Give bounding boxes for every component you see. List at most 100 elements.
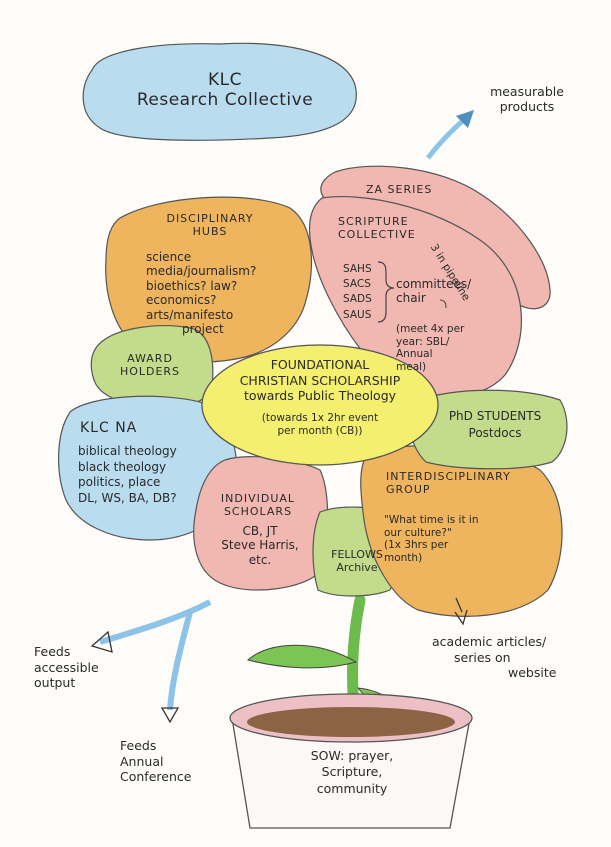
scripture-heading-line-2: COLLECTIVE (338, 228, 416, 242)
pot-text: SOW: prayer, Scripture, community (282, 748, 422, 797)
scripture-meet-line: (meet 4x per (396, 323, 465, 335)
interdisciplinary-heading-line-2: GROUP (386, 483, 431, 497)
output-measurable-line-1: measurable (490, 84, 564, 99)
scripture-committees: committees/ chair (396, 277, 471, 306)
disciplinary-line: bioethics? law? (146, 278, 238, 293)
scripture-group: SAUS (343, 308, 372, 321)
scripture-heading: SCRIPTURE COLLECTIVE (338, 215, 416, 241)
klc-na-line: DL, WS, BA, DB? (78, 490, 177, 505)
output-academic-line-3: website (508, 665, 557, 681)
title-cloud (82, 42, 357, 141)
disciplinary-heading-line-1: DISCIPLINARY (166, 212, 254, 225)
award-line-2: HOLDERS (119, 365, 181, 379)
brace-scripture (377, 261, 395, 323)
phd-line-1: PhD STUDENTS (448, 409, 542, 423)
disciplinary-line: media/journalism? (146, 264, 257, 279)
petal-disciplinary (105, 196, 313, 363)
petal-individual (193, 456, 329, 591)
center-event-line: (towards 1x 2hr event (261, 411, 379, 424)
leaf-left (246, 644, 358, 669)
interdisciplinary-heading-line-1: INTERDISCIPLINARY (386, 470, 511, 483)
disciplinary-line: science (146, 250, 192, 264)
center-line: towards Public Theology (243, 388, 397, 404)
scripture-meet-line: Annual (396, 348, 433, 361)
scripture-committees-line-1: committees/ (396, 277, 472, 291)
award-line-1: AWARD (127, 352, 173, 365)
interdisciplinary-lines: "What time is it in our culture?" (1x 3h… (384, 514, 479, 564)
klc-na-line: biblical theology (78, 444, 177, 458)
fellows-heading: FELLOWS (331, 548, 383, 561)
output-feeds-accessible-line-1: Feeds (34, 644, 71, 659)
klc-na-lines: biblical theology black theology politic… (78, 444, 177, 506)
pot-line: community (316, 780, 388, 796)
scripture-group: SACS (343, 278, 371, 291)
disciplinary-line: economics? (146, 293, 217, 308)
scripture-meet: (meet 4x per year: SBL/ Annual meal) (396, 323, 464, 373)
center-line: CHRISTIAN SCHOLARSHIP (239, 372, 401, 388)
petal-award (90, 325, 214, 409)
brace-committees (439, 299, 447, 309)
output-feeds-accessible-line-2: accessible (34, 659, 99, 675)
output-academic-line-1: academic articles/ (432, 634, 547, 649)
output-feeds-accessible-line-3: output (34, 675, 76, 691)
disciplinary-lines: science media/journalism? bioethics? law… (146, 250, 256, 336)
arrow-feeds-accessible (99, 599, 212, 645)
title-line-1: KLC (208, 70, 242, 90)
arrowhead-feeds-annual (160, 707, 180, 724)
individual-heading: INDIVIDUAL SCHOLARS (200, 492, 316, 518)
interdisciplinary-line: month) (384, 551, 423, 564)
award-holders: AWARD HOLDERS (102, 352, 198, 378)
klc-na-heading: KLC NA (80, 420, 138, 436)
individual-lines: CB, JT Steve Harris, etc. (206, 524, 314, 567)
fellows: FELLOWS Archive (320, 548, 394, 574)
scripture-meet-line: meal) (396, 360, 427, 373)
disciplinary-heading: DISCIPLINARY HUBS (150, 212, 270, 238)
disciplinary-line: project (182, 321, 224, 336)
arrow-feeds-annual (167, 611, 193, 711)
interdisciplinary-line: "What time is it in (384, 514, 479, 526)
phd-line-2: Postdocs (468, 425, 522, 440)
output-academic-articles: academic articles/ series on website (432, 634, 556, 681)
output-feeds-annual-line-2: Annual (120, 753, 164, 769)
individual-line: Steve Harris, (221, 538, 299, 553)
klc-na-line: politics, place (78, 475, 161, 490)
individual-line: CB, JT (242, 524, 278, 538)
arrowhead-feeds-accessible (90, 630, 113, 653)
title-line-2: Research Collective (136, 90, 314, 111)
arrow-academic (455, 597, 463, 613)
output-feeds-annual: Feeds Annual Conference (120, 738, 191, 785)
title: KLC Research Collective (110, 70, 340, 111)
arrowhead-academic (454, 609, 468, 626)
interdisciplinary-line: our culture?" (384, 526, 452, 539)
interdisciplinary-line: (1x 3hrs per (384, 539, 449, 552)
arrow-measurable (426, 116, 468, 160)
disciplinary-heading-line-2: HUBS (192, 225, 228, 239)
output-measurable-products: measurable products (472, 84, 582, 114)
output-academic-line-2: series on (454, 649, 511, 665)
center-text: FOUNDATIONAL CHRISTIAN SCHOLARSHIP towar… (214, 357, 426, 438)
pot-soil (247, 707, 455, 737)
scripture-group: SAHS (343, 263, 372, 275)
phd-students: PhD STUDENTS Postdocs (430, 408, 560, 442)
klc-na-line: black theology (78, 459, 167, 474)
individual-heading-line-2: SCHOLARS (223, 505, 293, 519)
interdisciplinary-heading: INTERDISCIPLINARY GROUP (386, 470, 511, 496)
output-feeds-accessible: Feeds accessible output (34, 644, 99, 691)
output-feeds-annual-line-1: Feeds (120, 738, 157, 753)
petal-phd (409, 389, 568, 470)
output-measurable-line-2: products (499, 99, 555, 114)
scripture-group: SADS (343, 293, 372, 306)
center-event-line: per month (CB)) (277, 425, 363, 437)
scripture-meet-line: year: SBL/ (396, 335, 450, 348)
scripture-groups: SAHS SACS SADS SAUS (343, 262, 372, 323)
individual-line: etc. (248, 552, 272, 567)
output-feeds-annual-line-3: Conference (120, 769, 192, 785)
arrowhead-measurable (456, 110, 474, 128)
scripture-committees-line-2: chair (396, 291, 426, 306)
disciplinary-line: arts/manifesto (146, 307, 234, 322)
scripture-heading-line-1: SCRIPTURE (338, 215, 409, 228)
center-line: FOUNDATIONAL (270, 357, 370, 372)
za-series-title: ZA SERIES (366, 183, 433, 196)
